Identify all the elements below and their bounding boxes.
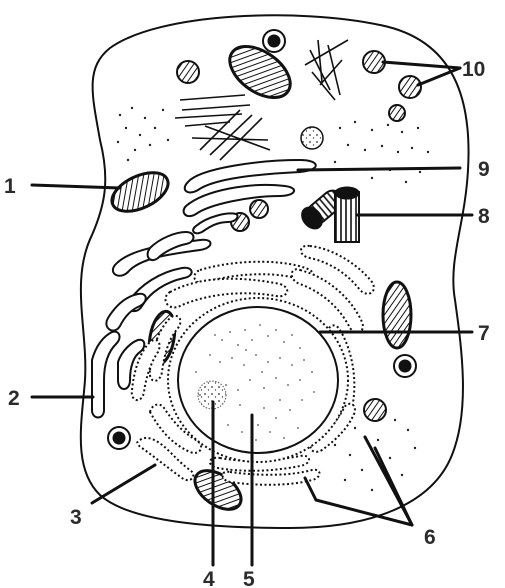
label-5: 5 (243, 568, 255, 588)
label-6: 6 (424, 526, 436, 549)
label-4: 4 (203, 568, 215, 588)
label-3: 3 (70, 506, 82, 529)
label-10: 10 (462, 58, 485, 81)
mitochondrion-right (383, 282, 411, 348)
label-1: 1 (4, 175, 16, 198)
label-2: 2 (8, 387, 20, 410)
label-8: 8 (478, 205, 490, 228)
nucleus (178, 307, 338, 453)
label-9: 9 (478, 158, 490, 181)
label-7: 7 (478, 322, 490, 345)
